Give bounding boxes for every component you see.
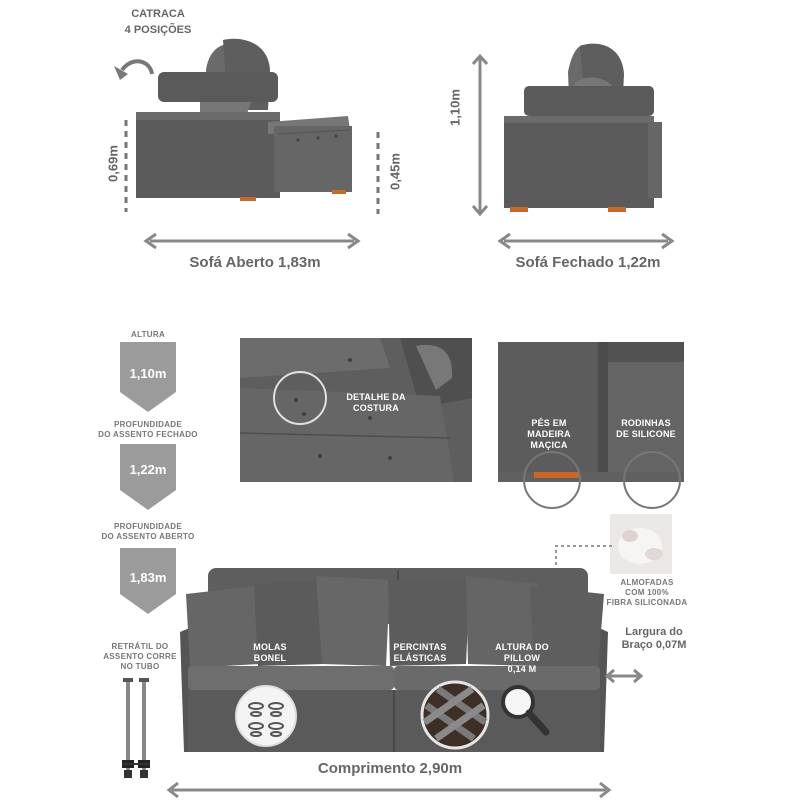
costura-label-1: DETALHE DA bbox=[346, 392, 406, 402]
height-seat-label: 0,45m bbox=[387, 153, 403, 190]
width-closed-arrow bbox=[497, 232, 675, 250]
height-closed-label: 1,10m bbox=[447, 89, 463, 126]
altura-value: 1,10m bbox=[129, 366, 167, 381]
prof-fechado-value: 1,22m bbox=[129, 462, 167, 477]
costura-label-2: COSTURA bbox=[353, 403, 399, 413]
catraca-title: CATRACA bbox=[131, 8, 185, 20]
retratil-line-3: NO TUBO bbox=[120, 662, 160, 671]
height-dash-line bbox=[124, 120, 128, 212]
arm-width-line-1: Largura do bbox=[625, 626, 683, 638]
prof-aberto-value: 1,83m bbox=[129, 570, 167, 585]
prof-aberto-arrow-shape bbox=[120, 548, 176, 614]
catraca-positions: 4 POSIÇÕES bbox=[124, 24, 192, 36]
width-open-arrow bbox=[143, 232, 361, 250]
webbing-icon bbox=[420, 680, 490, 750]
retratil-line-1: RETRÁTIL DO bbox=[111, 642, 169, 651]
springs-icon bbox=[235, 685, 297, 747]
almofadas-line-2: COM 100% bbox=[625, 588, 669, 597]
sofa-side-closed-illustration bbox=[504, 43, 662, 212]
feet-photo-art bbox=[498, 342, 684, 482]
molas-label: MOLAS BONEL bbox=[238, 642, 302, 664]
percintas-label: PERCINTAS ELÁSTICAS bbox=[382, 642, 458, 664]
magnifier-icon bbox=[501, 685, 550, 736]
pes-label-2: MADEIRA bbox=[527, 429, 571, 439]
almofadas-line-1: ALMOFADAS bbox=[620, 578, 674, 587]
arm-width-label: Largura do Braço 0,07M bbox=[614, 626, 694, 652]
prof-aberto-title: PROFUNDIDADE DO ASSENTO ABERTO bbox=[92, 522, 204, 542]
pes-label: PÉS EM MADEIRA MAÇICA bbox=[514, 418, 584, 451]
rotate-arrow-icon bbox=[114, 59, 154, 80]
retractable-tube-icon bbox=[122, 678, 150, 778]
prof-fechado-title: PROFUNDIDADE DO ASSENTO FECHADO bbox=[92, 420, 204, 440]
pillow-label-3: 0,14 M bbox=[507, 664, 537, 674]
percintas-label-2: ELÁSTICAS bbox=[393, 653, 447, 663]
stitching-photo-art bbox=[240, 338, 472, 482]
retratil-line-2: ASSENTO CORRE bbox=[103, 652, 177, 661]
costura-label: DETALHE DA COSTURA bbox=[336, 392, 416, 414]
prof-fechado-arrow-shape bbox=[120, 444, 176, 510]
percintas-label-1: PERCINTAS bbox=[393, 642, 447, 652]
pillow-label: ALTURA DO PILLOW 0,14 M bbox=[486, 642, 558, 675]
retratil-label: RETRÁTIL DO ASSENTO CORRE NO TUBO bbox=[90, 642, 190, 672]
molas-label-2: BONEL bbox=[253, 653, 287, 663]
molas-label-1: MOLAS bbox=[253, 642, 287, 652]
arm-width-arrow bbox=[604, 668, 644, 684]
prof-aberto-title-1: PROFUNDIDADE bbox=[113, 522, 183, 531]
pillow-label-1: ALTURA DO bbox=[495, 642, 549, 652]
prof-fechado-title-1: PROFUNDIDADE bbox=[113, 420, 183, 429]
arm-width-line-2: Braço 0,07M bbox=[621, 639, 687, 651]
caption-open: Sofá Aberto 1,83m bbox=[189, 254, 321, 271]
height-back-label: 0,69m bbox=[105, 145, 121, 182]
fiber-photo bbox=[610, 514, 672, 574]
rodinhas-label: RODINHAS DE SILICONE bbox=[608, 418, 684, 440]
seat-height-dash-line bbox=[376, 132, 380, 214]
catraca-label: CATRACA 4 POSIÇÕES bbox=[112, 6, 204, 38]
almofadas-label: ALMOFADAS COM 100% FIBRA SILICONADA bbox=[602, 578, 692, 608]
rodinhas-label-2: DE SILICONE bbox=[616, 429, 676, 439]
rodinhas-label-1: RODINHAS bbox=[621, 418, 671, 428]
fiber-image bbox=[610, 514, 672, 574]
prof-fechado-title-2: DO ASSENTO FECHADO bbox=[98, 430, 198, 439]
stitching-detail-photo: DETALHE DA COSTURA bbox=[240, 338, 472, 482]
height-closed-arrow bbox=[471, 53, 489, 217]
prof-aberto-title-2: DO ASSENTO ABERTO bbox=[101, 532, 195, 541]
caption-closed: Sofá Fechado 1,22m bbox=[515, 254, 661, 271]
pes-label-1: PÉS EM bbox=[531, 418, 567, 428]
sofa-side-open-illustration bbox=[136, 38, 352, 201]
feet-wheels-photo: PÉS EM MADEIRA MAÇICA RODINHAS DE SILICO… bbox=[498, 342, 684, 482]
pillow-label-2: PILLOW bbox=[503, 653, 541, 663]
altura-title: ALTURA bbox=[130, 330, 166, 339]
almofadas-line-3: FIBRA SILICONADA bbox=[606, 598, 688, 607]
pes-label-3: MAÇICA bbox=[530, 440, 568, 450]
length-arrow bbox=[166, 781, 612, 799]
altura-arrow-shape bbox=[120, 342, 176, 412]
length-caption: Comprimento 2,90m bbox=[250, 760, 530, 777]
feet-highlight-circles bbox=[523, 451, 681, 509]
fiber-pointer-line bbox=[555, 545, 612, 578]
